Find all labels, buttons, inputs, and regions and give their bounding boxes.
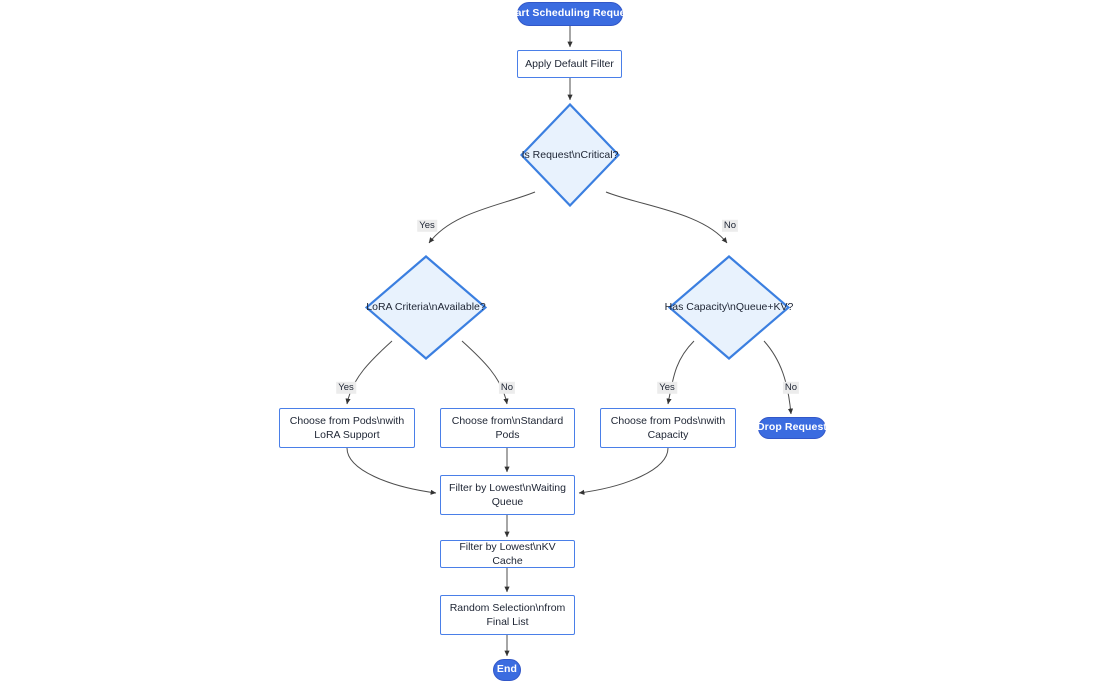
node-apply-default-filter-label: Apply Default Filter [525,57,614,70]
node-lora-criteria-available-label: LoRA Criteria\nAvailable? [366,301,486,314]
node-drop-request[interactable]: Drop Request [756,417,828,439]
edge-choose-capacity-to-filter-queue [578,447,669,495]
node-lora-criteria-available[interactable]: LoRA Criteria\nAvailable? [365,255,487,360]
node-filter-waiting-queue-label-line2: Queue [491,496,524,508]
node-choose-lora-pods-label-line1: Choose from Pods\nwith [289,414,405,427]
diamond-shape-lora-criteria-available [365,255,487,360]
node-filter-kv-cache-label: Filter by Lowest\nKV Cache [459,540,556,567]
node-choose-lora-pods-label-line2: LoRA Support [314,429,380,441]
edge-label-capacity-yes: Yes [657,381,677,395]
node-end[interactable]: End [493,659,521,681]
node-filter-waiting-queue[interactable]: Filter by Lowest\nWaiting Queue [440,475,575,515]
node-end-label: End [496,663,518,676]
node-choose-lora-pods[interactable]: Choose from Pods\nwith LoRA Support [279,408,415,448]
node-choose-capacity-pods[interactable]: Choose from Pods\nwith Capacity [600,408,736,448]
diamond-shape-has-capacity [668,255,790,360]
node-has-capacity-label: Has Capacity\nQueue+KV? [664,301,794,314]
edge-label-lora-no: No [498,381,516,395]
node-start-label: Start Scheduling Request [504,7,636,20]
node-choose-standard-pods[interactable]: Choose from\nStandard Pods [440,408,575,448]
node-filter-kv-cache[interactable]: Filter by Lowest\nKV Cache [440,540,575,568]
edge-label-lora-yes: Yes [336,381,356,395]
edge-label-critical-no: No [721,219,739,233]
node-choose-capacity-pods-label-line2: Capacity [647,429,689,441]
node-has-capacity[interactable]: Has Capacity\nQueue+KV? [665,255,793,360]
edge-label-capacity-no: No [782,381,800,395]
node-choose-standard-pods-label-line1: Choose from\nStandard [451,414,564,427]
node-random-selection-label-line2: Final List [486,616,529,628]
node-start[interactable]: Start Scheduling Request [505,2,635,26]
diamond-shape-is-request-critical [520,103,620,207]
node-choose-standard-pods-label-line2: Pods [495,429,520,441]
node-random-selection[interactable]: Random Selection\nfrom Final List [440,595,575,635]
edge-label-critical-yes: Yes [417,219,437,233]
node-drop-request-label: Drop Request [756,421,828,434]
node-random-selection-label-line1: Random Selection\nfrom [449,601,566,614]
edge-choose-lora-to-filter-queue [346,447,437,495]
node-filter-waiting-queue-label-line1: Filter by Lowest\nWaiting [449,481,566,494]
node-is-request-critical-label: Is Request\nCritical? [521,148,619,161]
edge-critical-no-to-capacity [605,191,728,244]
node-apply-default-filter[interactable]: Apply Default Filter [517,50,622,78]
node-choose-capacity-pods-label-line1: Choose from Pods\nwith [610,414,726,427]
node-is-request-critical[interactable]: Is Request\nCritical? [520,103,620,207]
